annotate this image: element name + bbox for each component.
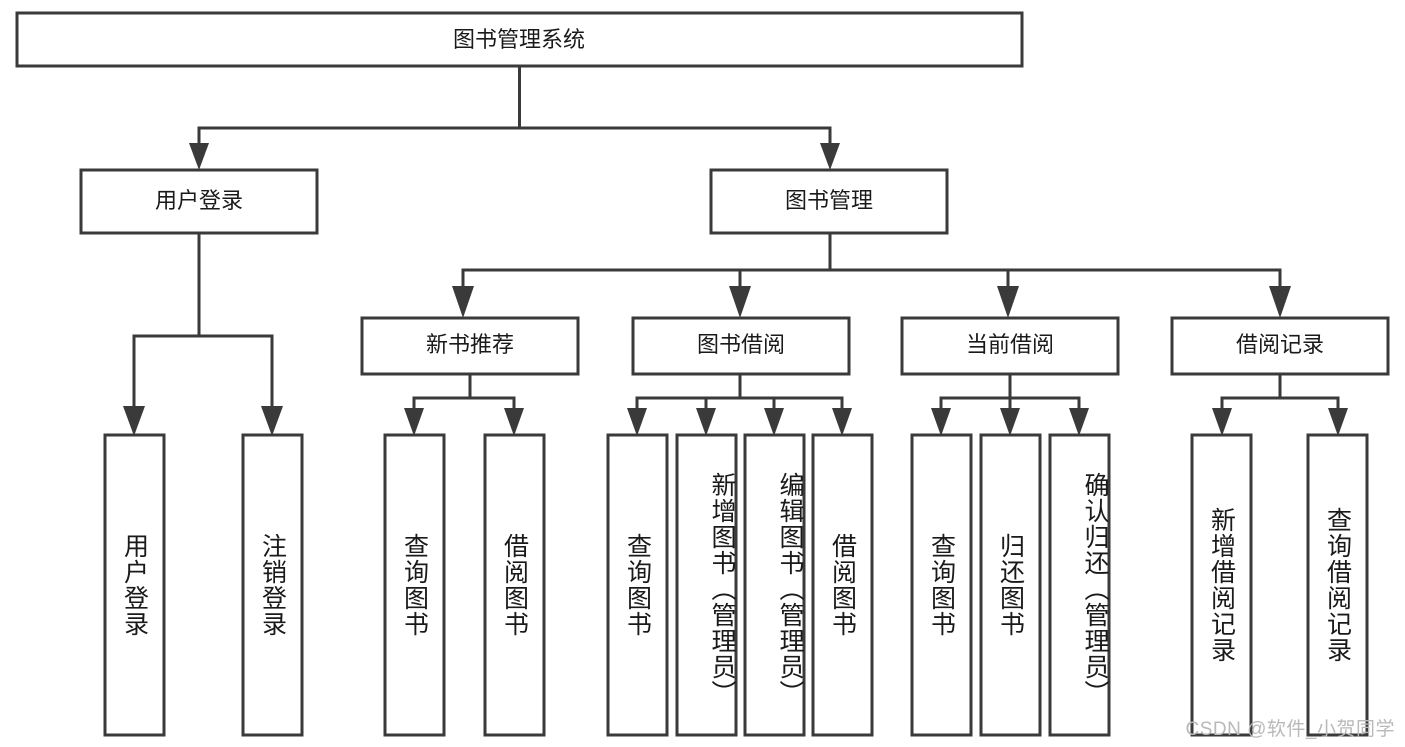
node-user-login[interactable]: 用户登录 <box>79 168 319 235</box>
node-root-label: 图书管理系统 <box>453 27 585 52</box>
leaf-box-edit-book[interactable] <box>743 433 806 737</box>
arrow-head-icon <box>997 286 1019 318</box>
connector-group-records <box>1212 372 1348 436</box>
leaf-box-query-record[interactable] <box>1306 433 1369 737</box>
node-user-login-box[interactable] <box>79 168 319 235</box>
watermark-text: CSDN @软件_小贺同学 <box>1185 719 1395 740</box>
node-root[interactable]: 图书管理系统 <box>15 11 1024 68</box>
connector-group-recommend <box>404 372 524 436</box>
node-new-book-recommend-box[interactable] <box>360 316 580 376</box>
connector-group-login <box>123 231 283 436</box>
node-current-borrow-label: 当前借阅 <box>966 332 1054 357</box>
arrow-head-icon <box>1000 408 1020 436</box>
node-borrow-records[interactable]: 借阅记录 <box>1170 316 1390 376</box>
connector-group-borrow <box>627 372 852 436</box>
arrow-head-icon <box>820 143 840 170</box>
arrow-head-icon <box>1328 408 1348 436</box>
arrow-head-icon <box>1212 408 1232 436</box>
arrow-head-icon <box>832 408 852 436</box>
node-borrow-records-box[interactable] <box>1170 316 1390 376</box>
arrow-head-icon <box>404 408 424 436</box>
leaf-box-add-book[interactable] <box>675 433 738 737</box>
node-book-management-label: 图书管理 <box>785 188 873 213</box>
leaf-box-group <box>103 433 1369 737</box>
leaf-box-query-book-recommend[interactable] <box>383 433 446 737</box>
connector-group-root <box>189 64 840 170</box>
arrow-head-icon <box>729 286 751 318</box>
arrow-head-icon <box>1069 408 1089 436</box>
connector-group-current <box>931 372 1089 436</box>
node-user-login-label: 用户登录 <box>155 188 243 213</box>
arrow-head-icon <box>764 408 784 436</box>
node-new-book-recommend-label: 新书推荐 <box>426 332 514 357</box>
node-current-borrow-box[interactable] <box>900 316 1120 376</box>
node-book-borrow-box[interactable] <box>631 316 851 376</box>
arrow-head-icon <box>452 286 474 318</box>
arrow-head-icon <box>627 408 647 436</box>
arrow-head-icon <box>123 406 145 436</box>
leaf-box-logout[interactable] <box>241 433 304 737</box>
arrow-head-icon <box>261 406 283 436</box>
leaf-box-borrow-book-recommend[interactable] <box>483 433 546 737</box>
leaf-box-return-book[interactable] <box>979 433 1042 737</box>
arrow-head-icon <box>931 408 951 436</box>
node-current-borrow[interactable]: 当前借阅 <box>900 316 1120 376</box>
arrow-head-icon <box>1269 286 1291 318</box>
leaf-box-user-login[interactable] <box>103 433 166 737</box>
arrow-head-icon <box>189 143 209 170</box>
connector-group-bookmgmt <box>452 231 1291 318</box>
node-book-borrow[interactable]: 图书借阅 <box>631 316 851 376</box>
arrow-head-icon <box>696 408 716 436</box>
node-root-box[interactable] <box>15 11 1024 68</box>
leaf-box-query-book-borrow[interactable] <box>606 433 669 737</box>
leaf-box-query-book-current[interactable] <box>910 433 973 737</box>
leaf-box-add-record[interactable] <box>1190 433 1253 737</box>
arrow-head-icon <box>504 408 524 436</box>
node-book-management[interactable]: 图书管理 <box>709 168 949 235</box>
node-book-borrow-label: 图书借阅 <box>697 332 785 357</box>
leaf-box-borrow-book[interactable] <box>811 433 874 737</box>
node-book-management-box[interactable] <box>709 168 949 235</box>
node-new-book-recommend[interactable]: 新书推荐 <box>360 316 580 376</box>
leaf-box-confirm-return[interactable] <box>1048 433 1111 737</box>
node-borrow-records-label: 借阅记录 <box>1236 332 1324 357</box>
